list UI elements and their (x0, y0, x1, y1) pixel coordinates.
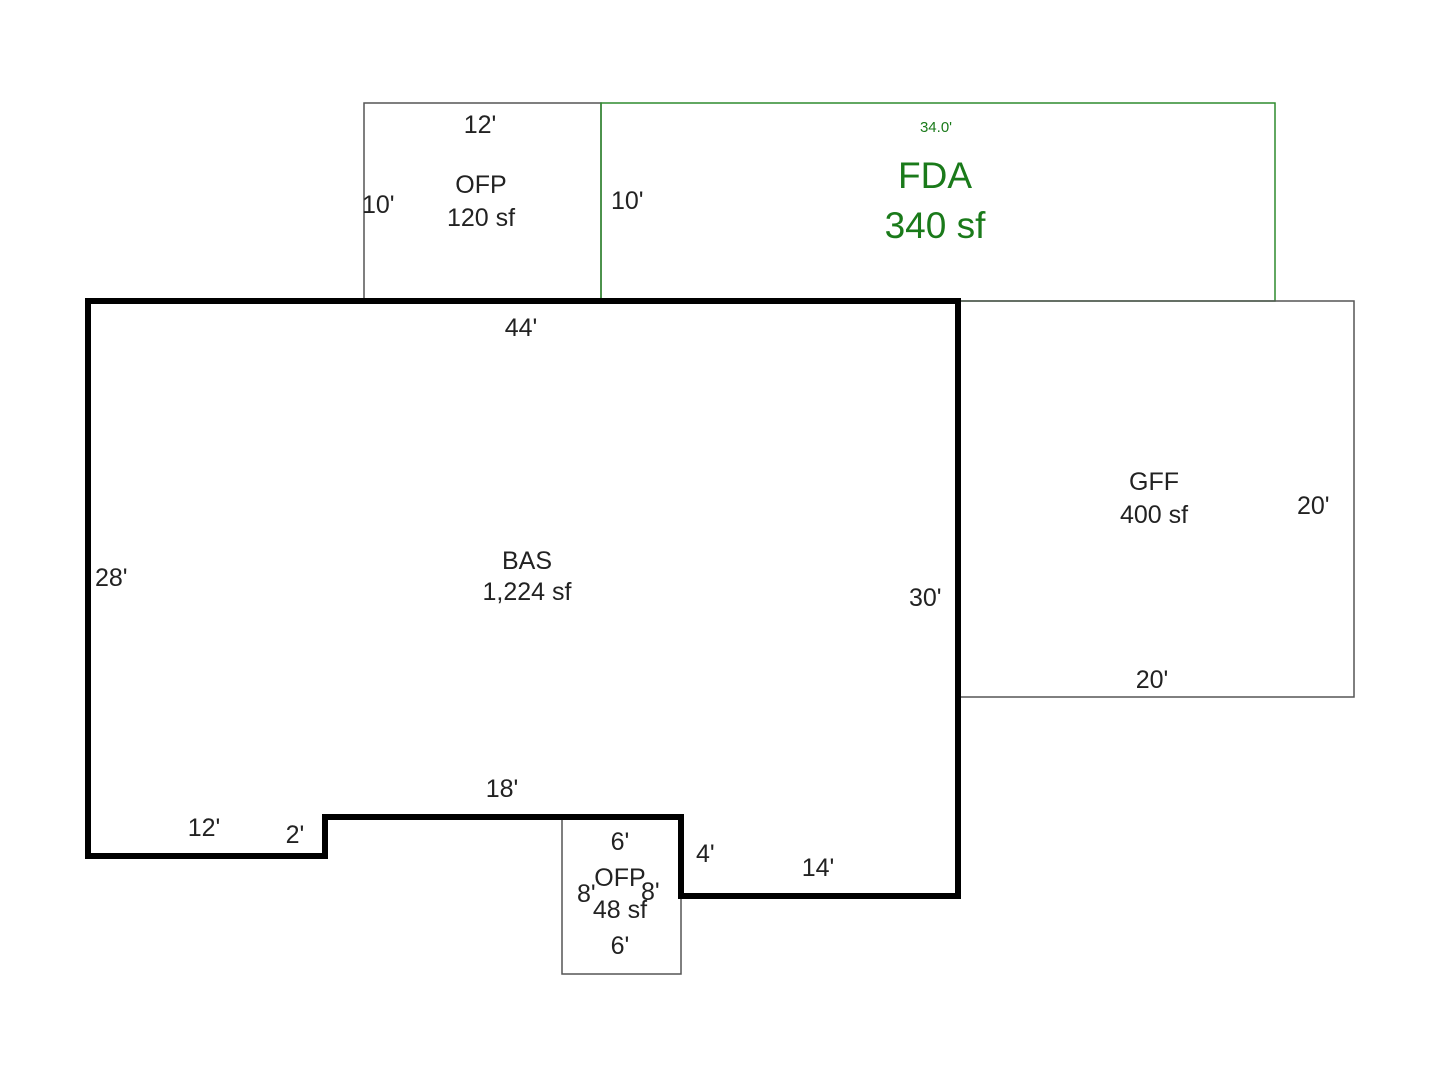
bas-dim-bottom-right: 14' (802, 854, 835, 882)
bas-area-value: 1,224 sf (483, 578, 572, 606)
bas-dim-bottom-mid: 18' (486, 775, 519, 803)
ofp-bottom-dim-bottom: 6' (611, 932, 630, 960)
gff-outline (957, 300, 1355, 698)
gff-dim-right: 20' (1297, 492, 1330, 520)
ofp-bottom-area-value: 48 sf (593, 896, 647, 924)
ofp-top-dim-top: 12' (464, 111, 497, 139)
gff-area: GFF 400 sf 20' 20' (957, 300, 1355, 698)
ofp-top-area: 12' 10' OFP 120 sf (362, 102, 602, 302)
bas-dim-top: 44' (505, 314, 538, 342)
bas-dim-notch: 4' (696, 840, 715, 868)
ofp-top-area-value: 120 sf (447, 204, 515, 232)
gff-code: GFF (1129, 468, 1179, 496)
gff-dim-bottom: 20' (1136, 666, 1169, 694)
bas-dim-step: 2' (286, 821, 305, 849)
fda-dim-top: 34.0' (920, 119, 952, 136)
ofp-bottom-area: 6' 8' 8' OFP 48 sf 6' (561, 816, 682, 975)
bas-dim-right: 30' (909, 584, 942, 612)
fda-code: FDA (898, 155, 972, 196)
bas-code: BAS (502, 547, 552, 575)
ofp-bottom-code: OFP (594, 864, 645, 892)
fda-area: 34.0' 10' FDA 340 sf (600, 102, 1276, 302)
fda-area-value: 340 sf (885, 205, 987, 246)
gff-area-value: 400 sf (1120, 501, 1188, 529)
ofp-bottom-dim-top: 6' (611, 828, 630, 856)
bas-dim-left: 28' (95, 564, 128, 592)
bas-dim-bottom-left: 12' (188, 814, 221, 842)
bas-outline (85, 298, 961, 899)
fda-dim-left: 10' (611, 187, 644, 215)
ofp-bottom-dim-right: 8' (641, 878, 660, 906)
bas-area: 44' 28' 30' BAS 1,224 sf 12' 2' 18' 4' 1… (85, 298, 961, 899)
ofp-top-dim-left: 10' (362, 191, 395, 219)
ofp-top-code: OFP (455, 171, 506, 199)
ofp-bottom-dim-left: 8' (577, 880, 596, 908)
